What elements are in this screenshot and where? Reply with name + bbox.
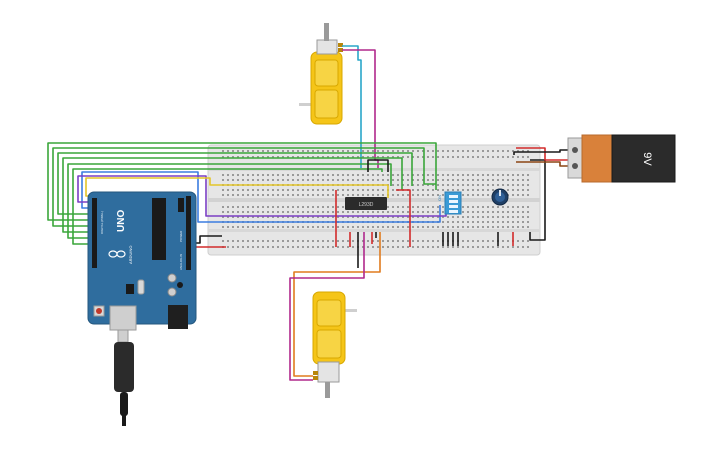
wires [47,45,568,381]
arduino-uno: UNO ARDUINO DIGITAL (PWM~) POWER ANALOG … [87,191,197,426]
battery-9v: 9V [567,134,676,183]
power-jack [168,305,188,329]
usb-plug [114,342,134,392]
wire-red-battery [516,147,568,161]
wire-orange-motor-bottom [293,232,381,377]
atmega-chip [152,198,166,260]
ic-chip[interactable]: L293D [345,197,387,210]
wire-blue [81,171,441,223]
dip-switch-label: ON [437,195,442,201]
analog-header-label: ANALOG IN [179,254,183,270]
wire-red-right [396,189,411,247]
digital-header-label: DIGITAL (PWM~) [100,211,104,234]
wire-black-rail [529,159,546,241]
power-header-label: POWER [179,230,183,242]
digital-header [92,198,97,268]
arduino-logo [108,250,126,258]
wire-green-3 [57,152,413,215]
wire-green-5 [67,163,392,239]
wire-brown-battery [516,161,568,167]
arduino-brand-label: ARDUINO [128,246,133,264]
dip-switch[interactable]: ON [437,191,462,215]
wire-magenta-motor-bottom [289,232,365,381]
ic-chip-label: L293D [359,202,374,208]
wire-cyan-motor-top [342,45,362,168]
usb-cable [120,392,128,416]
dc-motor-bottom [312,291,357,398]
dc-motor-top [299,23,343,125]
reset-button[interactable] [96,308,102,314]
wire-green-2 [52,147,436,227]
arduino-model-label: UNO [116,210,127,232]
wire-yellow [85,177,389,198]
battery-label: 9V [641,152,653,166]
wire-purple [77,175,447,217]
usb-port [109,305,137,331]
wire-black-battery [513,149,568,155]
wire-green-6 [72,168,383,245]
potentiometer[interactable] [491,188,509,206]
power-header [186,196,191,270]
wire-black-top [367,159,389,172]
